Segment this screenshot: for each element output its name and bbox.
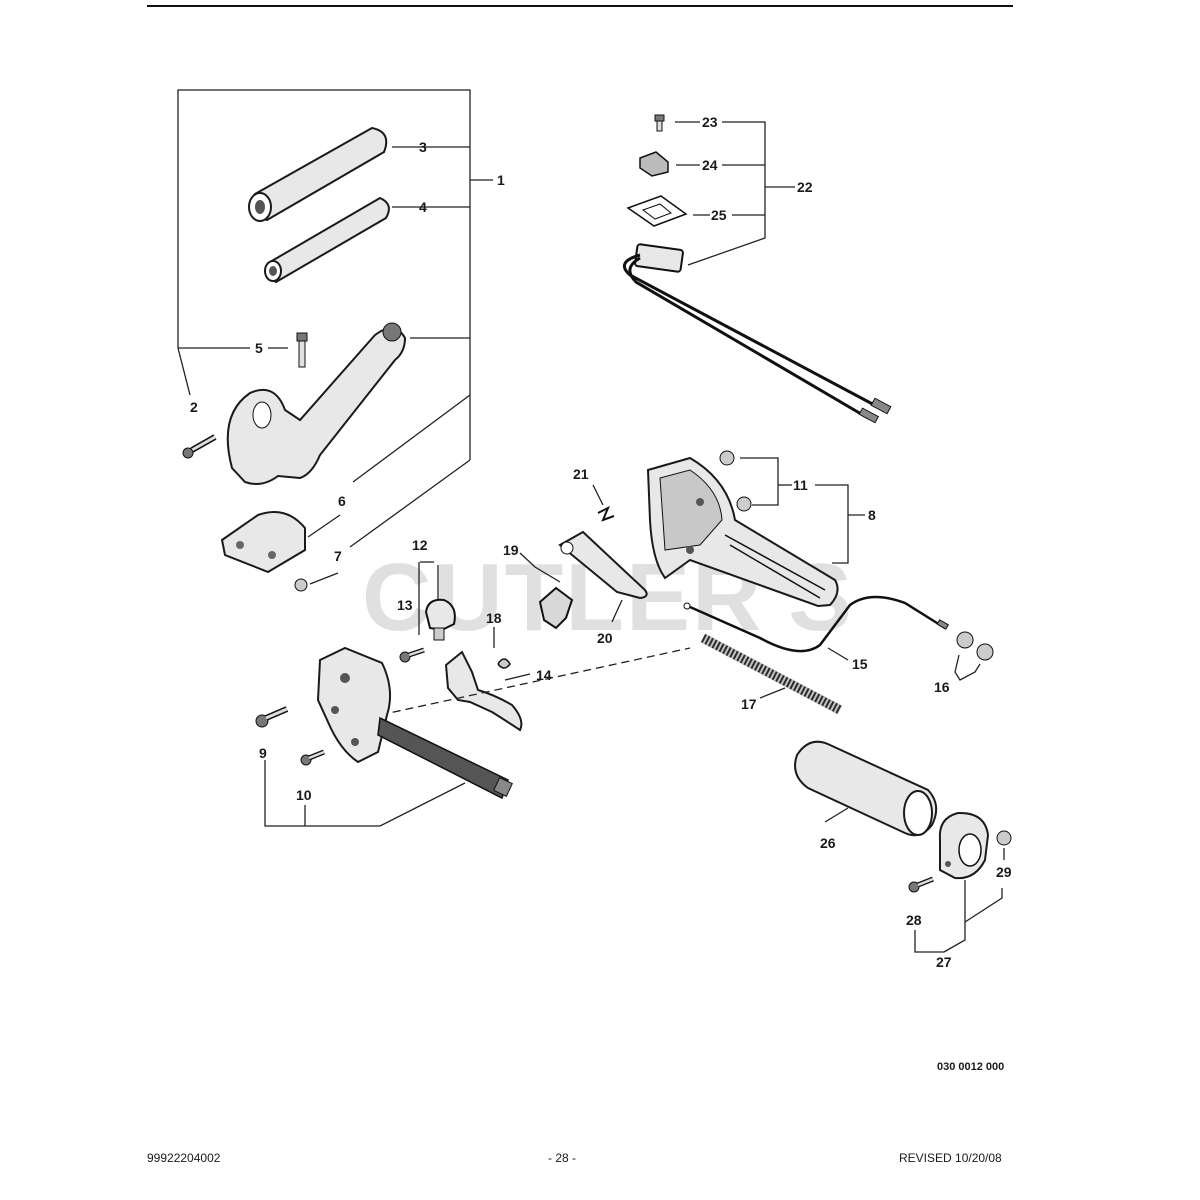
footer-page-number: - 28 - (548, 1151, 577, 1165)
callout-2: 2 (190, 399, 198, 415)
callout-4: 4 (419, 199, 427, 215)
loop-handle (226, 327, 407, 485)
callout-11: 11 (793, 477, 808, 493)
bolt-5-icon (296, 332, 308, 368)
nut-16a-icon (956, 631, 974, 649)
callout-16: 16 (934, 679, 950, 695)
callout-23: 23 (702, 114, 718, 130)
wire-harness-group (622, 114, 892, 424)
throttle-parts-group (399, 484, 994, 732)
callout-3: 3 (419, 139, 427, 155)
handle-inner-tube (266, 196, 390, 284)
spring-18-icon (497, 658, 511, 669)
callout-1: 1 (497, 172, 505, 188)
callout-20: 20 (597, 630, 613, 646)
callout-9: 9 (259, 745, 267, 761)
callout-19: 19 (503, 542, 519, 558)
screw-23-icon (654, 114, 665, 132)
callout-28: 28 (906, 912, 922, 928)
footer-revision: REVISED 10/20/08 (899, 1151, 1002, 1165)
screw-10-icon (300, 749, 325, 766)
front-handle-housing (316, 646, 392, 764)
callout-18: 18 (486, 610, 502, 626)
callout-7: 7 (334, 548, 342, 564)
screw-9-icon (255, 706, 289, 728)
footer-part-number: 99922204002 (147, 1151, 221, 1165)
callout-29: 29 (996, 864, 1012, 880)
throttle-cable-15 (689, 595, 946, 653)
spring-21-icon (597, 505, 615, 522)
grip-tube-26 (794, 740, 938, 837)
screw-2-icon (182, 434, 217, 459)
clamp-12 (424, 598, 456, 632)
spring-17-icon (700, 634, 843, 714)
switch-cap-24 (639, 151, 669, 177)
nut-11b-icon (736, 496, 752, 512)
gasket-25 (626, 195, 688, 227)
callout-13: 13 (397, 597, 413, 613)
callout-15: 15 (852, 656, 868, 672)
callout-17: 17 (741, 696, 757, 712)
callout-27: 27 (936, 954, 952, 970)
callout-6: 6 (338, 493, 346, 509)
throttle-link-19 (538, 586, 574, 630)
rear-housing-group (646, 450, 865, 608)
nut-7-icon (294, 578, 308, 592)
nut-11a-icon (719, 450, 735, 466)
callout-10: 10 (296, 787, 312, 803)
callout-24: 24 (702, 157, 718, 173)
callout-21: 21 (573, 466, 589, 482)
screw-13-icon (399, 647, 425, 663)
handle-assembly-group (177, 89, 493, 592)
callout-26: 26 (820, 835, 836, 851)
nut-16b-icon (976, 643, 994, 661)
tube-assembly-group (794, 740, 1012, 953)
callout-8: 8 (868, 507, 876, 523)
callout-22: 22 (797, 179, 813, 195)
switch-body (634, 243, 684, 273)
callout-25: 25 (711, 207, 727, 223)
drive-shaft (377, 716, 509, 800)
wire-lead (622, 253, 881, 410)
nut-29-icon (996, 830, 1012, 846)
callout-12: 12 (412, 537, 428, 553)
throttle-trigger-14 (444, 650, 523, 732)
callout-14: 14 (536, 667, 552, 683)
throttle-cover-20 (558, 530, 648, 600)
screw-28-icon (908, 876, 934, 893)
handle-clamp (220, 511, 306, 574)
callout-5: 5 (255, 340, 263, 356)
diagram-reference-code: 030 0012 000 (937, 1061, 1005, 1073)
front-housing-group (255, 646, 691, 827)
